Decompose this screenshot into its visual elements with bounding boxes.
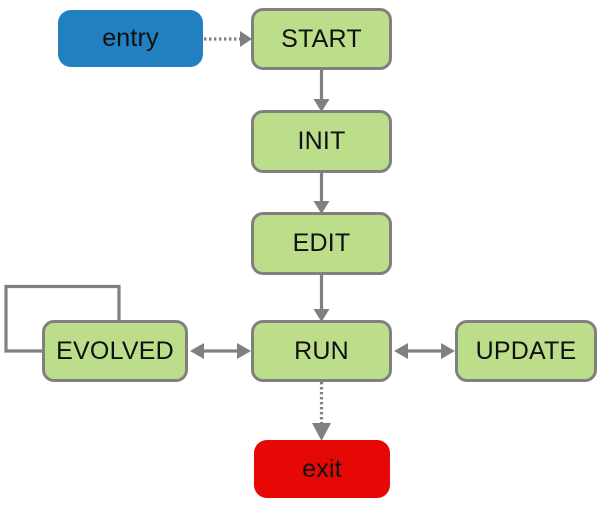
node-exit[interactable]: exit <box>254 440 390 498</box>
edge-entry-start <box>204 31 252 47</box>
node-update-label: UPDATE <box>475 336 577 365</box>
node-edit-label: EDIT <box>292 229 351 257</box>
node-start-label: START <box>281 24 362 53</box>
node-evolved-label: EVOLVED <box>56 336 174 365</box>
edge-run-update <box>394 343 455 359</box>
node-edit[interactable]: EDIT <box>251 212 392 275</box>
node-exit-label: exit <box>302 454 342 483</box>
edge-start-init <box>313 70 330 112</box>
node-run[interactable]: RUN <box>251 320 392 382</box>
node-evolved[interactable]: EVOLVED <box>42 320 188 382</box>
node-init-label: INIT <box>297 127 346 155</box>
node-run-label: RUN <box>294 336 349 365</box>
node-update[interactable]: UPDATE <box>455 320 597 382</box>
edge-init-edit <box>313 173 330 214</box>
node-entry-label: entry <box>102 24 159 52</box>
edge-run-exit <box>312 382 331 441</box>
edge-edit-run <box>313 275 330 322</box>
node-entry[interactable]: entry <box>58 10 203 67</box>
node-init[interactable]: INIT <box>251 110 392 173</box>
node-start[interactable]: START <box>251 8 392 70</box>
edge-evolved-run <box>190 343 251 359</box>
